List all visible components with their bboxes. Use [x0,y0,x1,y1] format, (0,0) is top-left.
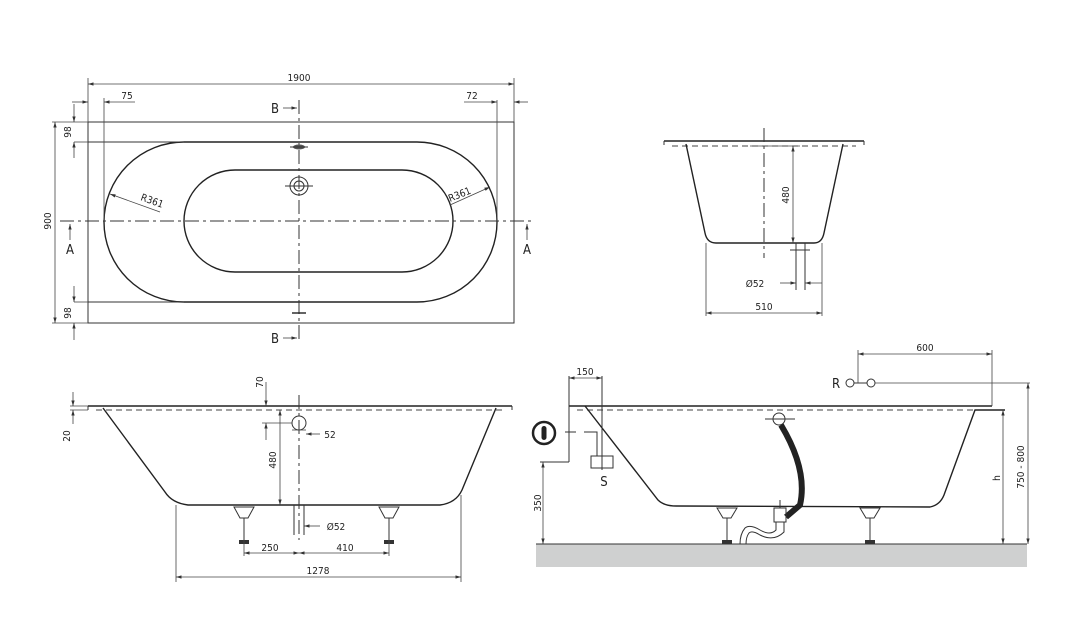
power-symbol-icon [531,420,557,446]
dim-right-offset: 72 [466,91,477,102]
siphon-box [590,455,614,469]
dim-drain-height: 350 [533,494,544,511]
drain-label: S [600,475,607,490]
siphon-icon [739,500,787,545]
section-a-view: 70 20 480 52 Ø52 250 410 1278 [62,376,513,582]
dim-tap-distance: 600 [916,343,933,354]
outer-oval [103,141,498,303]
tub-outline-rect [87,121,515,324]
installation-view: 150 S 350 R 600 h 750 - 800 [531,343,1030,567]
drain-icon [285,176,313,196]
dim-left-offset: 75 [121,91,132,102]
dim-overflow-diameter: 52 [324,430,335,441]
radius-right: R361 [447,186,473,205]
radius-left: R361 [139,192,165,210]
dim-bottom-length: 1278 [307,566,330,577]
dim-leg-right: 410 [336,543,353,554]
tap-label: R [832,377,840,392]
dim-overflow-height: 70 [255,376,266,388]
overflow-hose [778,423,805,520]
section-b-bottom-width: 510 [755,302,772,313]
drain-pipe-icon [293,505,305,535]
dim-supply-offset: 150 [576,367,593,378]
section-b-depth: 480 [781,186,792,203]
dim-width: 900 [43,212,54,229]
leg-left-icon [716,507,738,544]
dim-drain-diameter: Ø52 [327,521,346,533]
dim-rim-thickness: 20 [62,430,73,442]
dim-leg-left: 250 [261,543,278,554]
tap-icon [845,378,855,388]
section-b-drain-diameter: Ø52 [746,278,765,290]
floor [536,544,1027,567]
inner-oval [183,169,454,273]
dim-length: 1900 [288,73,311,84]
leg-left-icon [233,506,255,544]
dim-total-height: 750 - 800 [1016,445,1027,489]
dim-h: h [992,475,1003,481]
top-view: 1900 75 72 900 98 98 R361 R361 A A [43,73,535,347]
leg-right-icon [859,507,881,544]
section-a-left: A [66,243,74,258]
leg-right-icon [378,506,400,544]
section-b-bottom: B [271,332,279,347]
section-b-view: 480 Ø52 510 [663,128,865,316]
section-b-top: B [271,102,279,117]
dim-bottom-margin: 98 [63,307,74,319]
dim-depth: 480 [268,451,279,468]
tap-icon [866,378,876,388]
dim-top-margin: 98 [63,126,74,138]
section-a-right: A [523,243,531,258]
